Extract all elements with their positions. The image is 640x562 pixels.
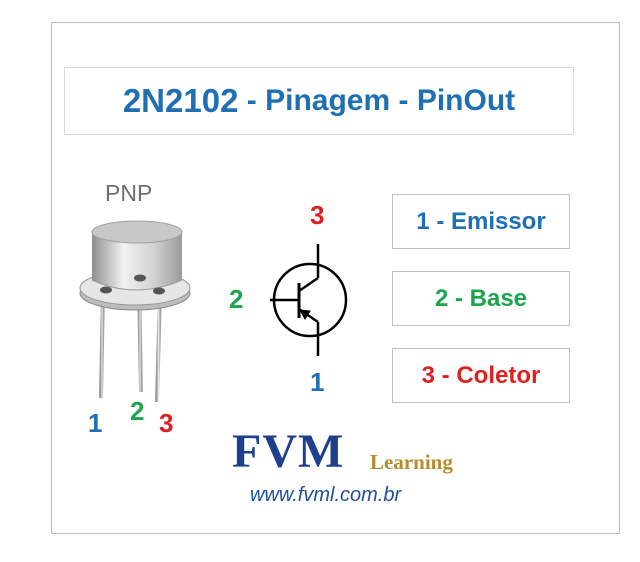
pin-label-emissor: 1 - Emissor [392,194,570,249]
diagram-frame [51,22,620,534]
pin-label-coletor: 3 - Coletor [392,348,570,403]
title-box: 2N2102 - Pinagem - PinOut [64,67,574,135]
pin-label-emissor-text: 1 - Emissor [416,207,546,235]
symbol-collector-number: 3 [310,200,325,230]
package-pin-1-number: 1 [88,408,103,438]
package-pin-2-number: 2 [130,396,145,426]
pin-label-coletor-text: 3 - Coletor [421,361,541,389]
symbol-base-number: 2 [229,284,244,314]
title-pinagem: Pinagem [265,84,391,117]
pnp-transistor-symbol [270,244,348,356]
fvm-logo: FVM [232,425,345,478]
website-url: www.fvml.com.br [250,484,402,506]
fvm-logo-sub: Learning [370,450,453,474]
transistor-package-image [79,220,191,403]
title-pinout: PinOut [416,84,516,117]
title-separator-2: - [390,84,417,117]
symbol-emitter-number: 1 [310,367,325,397]
package-type-label: PNP [105,180,153,206]
pin-label-base-text: 2 - Base [434,284,528,312]
title-separator-1: - [238,84,266,117]
title-part-number: 2N2102 [122,82,239,119]
package-pin-3-number: 3 [159,408,174,438]
pin-label-base: 2 - Base [392,271,570,326]
